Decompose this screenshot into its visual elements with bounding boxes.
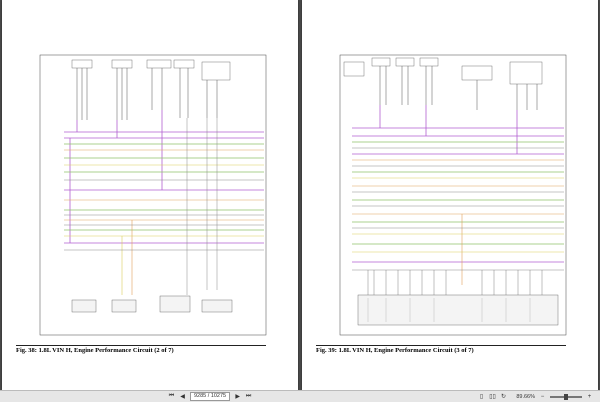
last-page-icon[interactable]: ⏭ — [245, 393, 252, 399]
zoom-out-button[interactable]: − — [540, 393, 545, 400]
page-left: Fig. 38: 1.8L VIN H, Engine Performance … — [2, 0, 298, 390]
page-navigation: ⏮ ◀ 9285 / 10275 ▶ ⏭ — [168, 391, 252, 402]
zoom-slider[interactable] — [550, 393, 582, 400]
wiring-diagram-left — [39, 54, 267, 336]
view-tools: ▯ ▯▯ ↻ 89.66% − + — [478, 391, 593, 402]
page-number-field[interactable]: 9285 / 10275 — [190, 392, 231, 401]
viewer-toolbar: ⏮ ◀ 9285 / 10275 ▶ ⏭ ▯ ▯▯ ↻ 89.66% − + — [0, 390, 600, 402]
zoom-in-button[interactable]: + — [587, 393, 592, 400]
fit-page-icon[interactable]: ▯ — [479, 394, 484, 400]
figure-caption: Fig. 39: 1.8L VIN H, Engine Performance … — [316, 347, 474, 354]
wiring-diagram-right — [339, 54, 567, 336]
page-right: Fig. 39: 1.8L VIN H, Engine Performance … — [302, 0, 598, 390]
two-page-icon[interactable]: ▯▯ — [489, 394, 496, 400]
first-page-icon[interactable]: ⏮ — [168, 393, 175, 399]
next-page-icon[interactable]: ▶ — [235, 394, 240, 400]
zoom-level: 89.66% — [516, 393, 535, 400]
zoom-slider-knob[interactable] — [564, 393, 568, 400]
previous-page-icon[interactable]: ◀ — [180, 394, 185, 400]
caption-rule — [316, 345, 566, 346]
figure-caption: Fig. 38: 1.8L VIN H, Engine Performance … — [16, 347, 174, 354]
rotate-icon[interactable]: ↻ — [500, 394, 507, 400]
caption-rule — [16, 345, 266, 346]
